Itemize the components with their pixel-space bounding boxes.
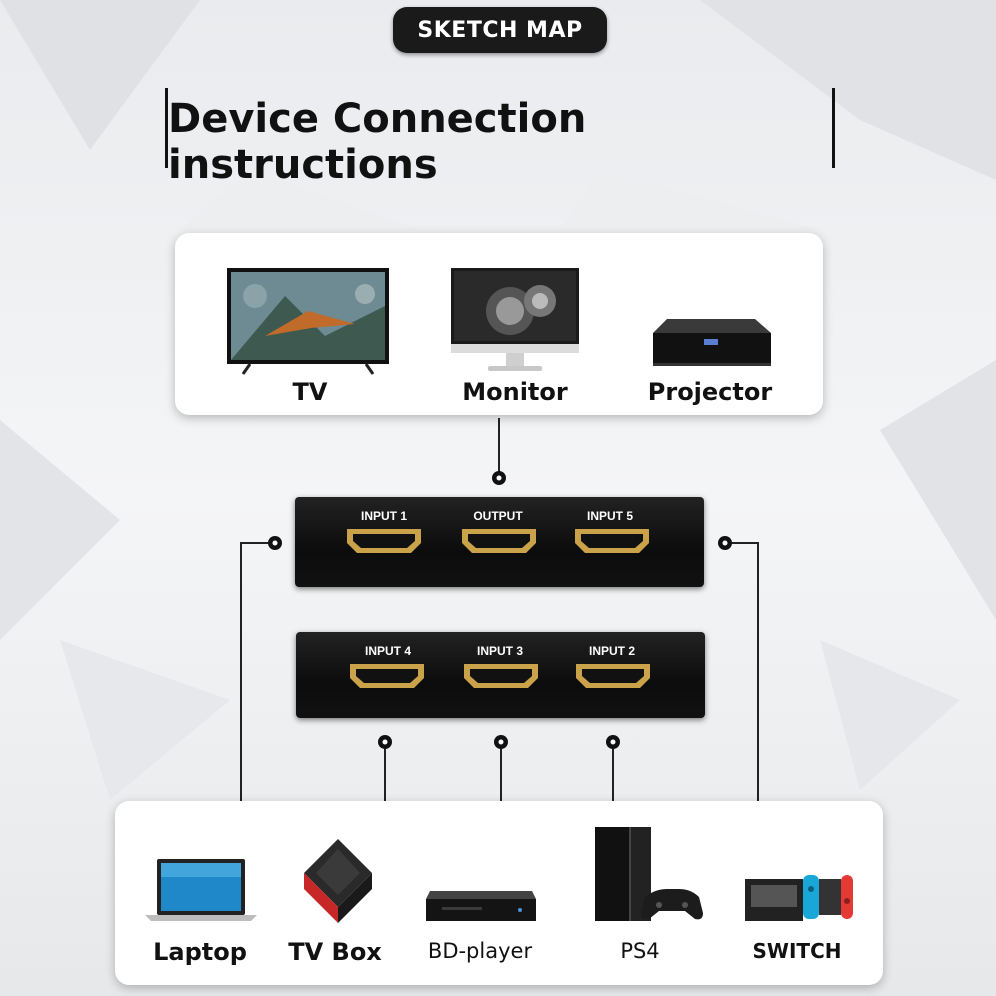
- tv-box-icon: [304, 839, 372, 923]
- ps4-icon: [595, 827, 703, 921]
- page-title: Device Connection instructions: [165, 88, 835, 188]
- hdmi-switch-front: INPUT 1 OUTPUT INPUT 5: [295, 497, 704, 587]
- output-devices-panel: TV Monitor Projector: [175, 233, 823, 415]
- input-label-bd-player: BD-player: [427, 939, 533, 963]
- tv-icon: [227, 268, 389, 375]
- hdmi-port-input-4: [350, 664, 424, 688]
- port-label-input-3: INPUT 3: [476, 644, 523, 658]
- port-label-input-2: INPUT 2: [588, 644, 635, 658]
- output-label-projector: Projector: [647, 378, 773, 406]
- input-label-switch: SWITCH: [752, 939, 842, 963]
- port-label-input-1: INPUT 1: [360, 509, 407, 523]
- input-label-tv-box: TV Box: [288, 938, 382, 966]
- output-label-monitor: Monitor: [462, 378, 568, 406]
- hdmi-port-input-3: [464, 664, 538, 688]
- port-label-input-4: INPUT 4: [364, 644, 411, 658]
- port-label-input-5: INPUT 5: [586, 509, 633, 523]
- hdmi-port-input-1: [347, 529, 421, 553]
- monitor-icon: [451, 268, 579, 371]
- port-label-output: OUTPUT: [473, 509, 523, 523]
- sketch-map-badge: SKETCH MAP: [393, 7, 607, 53]
- output-label-tv: TV: [292, 378, 328, 406]
- hdmi-switch-back: INPUT 4 INPUT 3 INPUT 2: [296, 632, 705, 718]
- projector-icon: [653, 319, 771, 366]
- bd-player-icon: [426, 891, 536, 921]
- input-label-laptop: Laptop: [153, 938, 247, 966]
- input-devices-panel: Laptop TV Box BD-player PS4 SWITCH: [115, 801, 883, 985]
- laptop-icon: [145, 859, 257, 921]
- input-label-ps4: PS4: [620, 939, 660, 963]
- nintendo-switch-icon: [745, 875, 853, 921]
- hdmi-port-output: [462, 529, 536, 553]
- hdmi-port-input-5: [575, 529, 649, 553]
- hdmi-port-input-2: [576, 664, 650, 688]
